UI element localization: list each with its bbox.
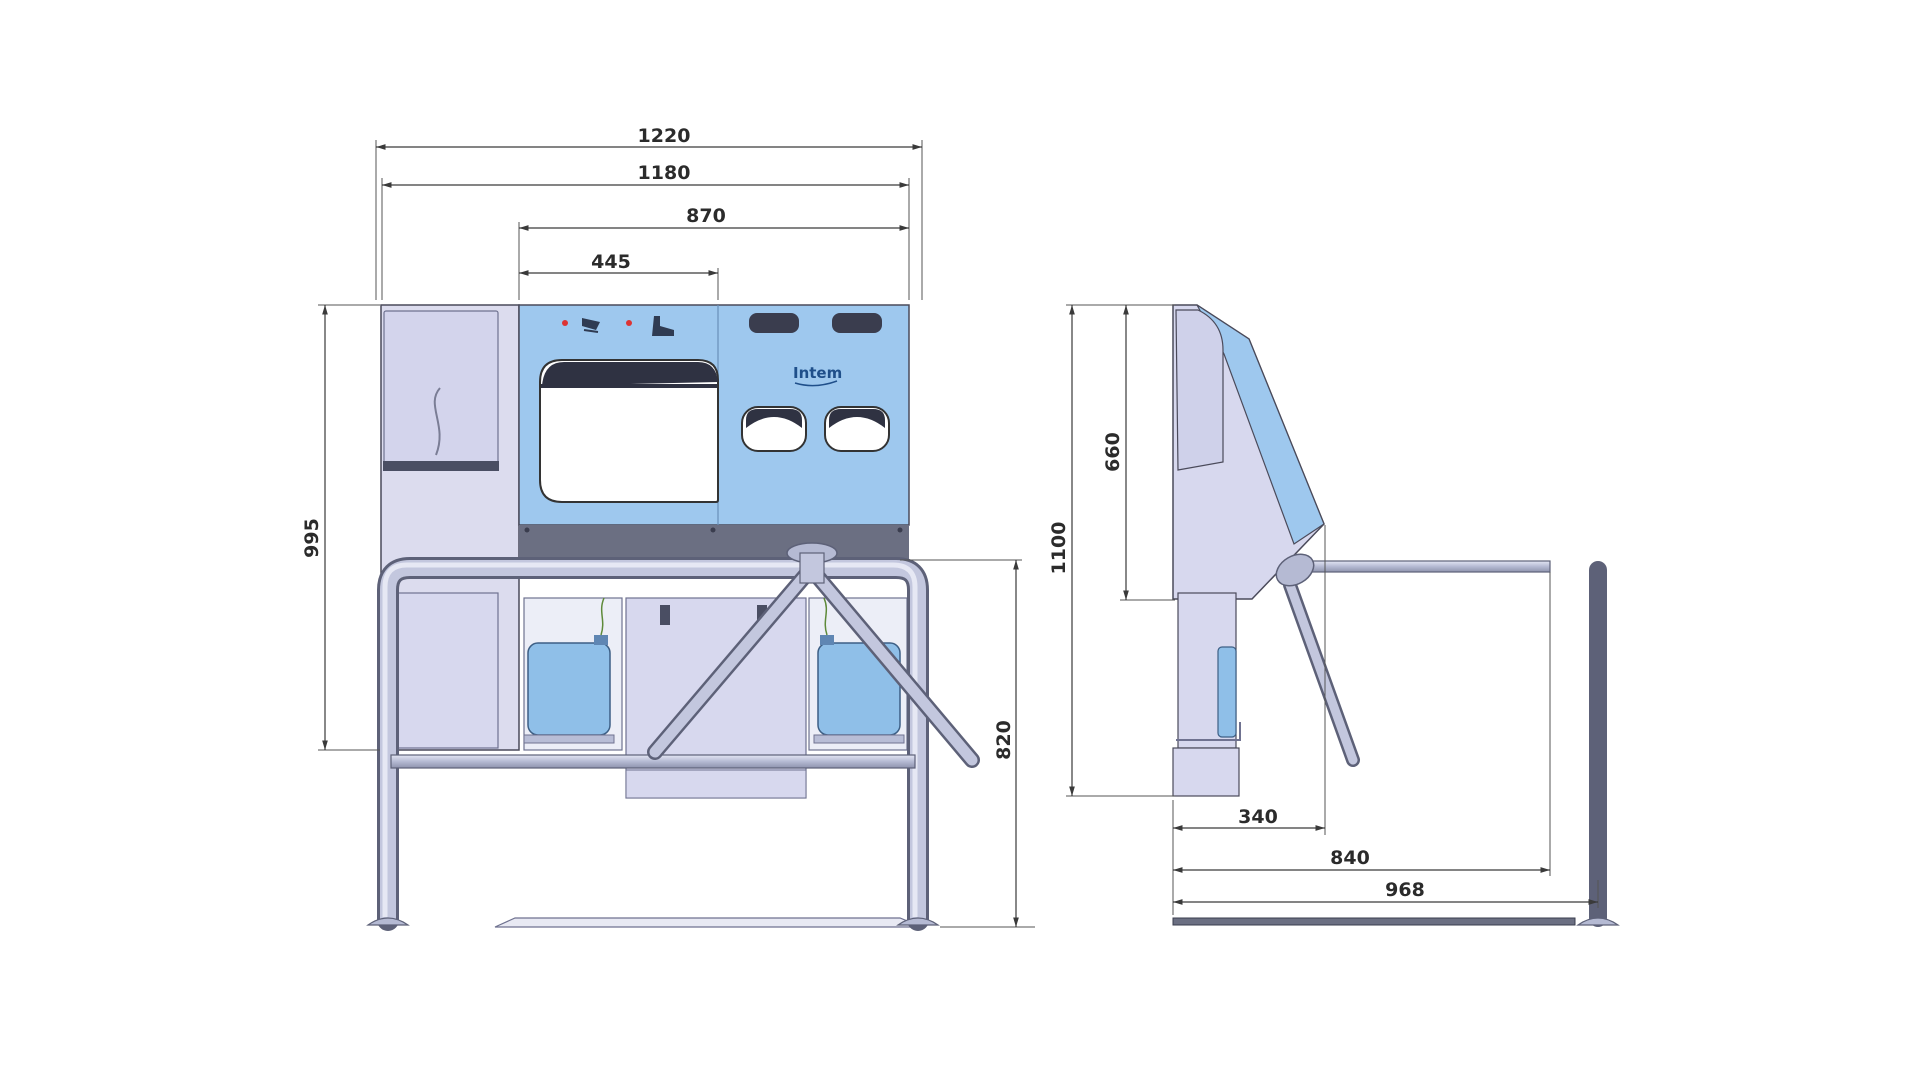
dim-panel-width: 870: [686, 205, 726, 227]
front-dimensions: 1220 1180 870 445 995 820: [301, 125, 1035, 928]
sink-opening: [539, 359, 719, 503]
towel-dispenser-cabinet: [380, 304, 520, 751]
brand-logo: Intem: [793, 364, 842, 382]
side-floor-plate: [1172, 917, 1576, 926]
dim-body-width: 1180: [638, 162, 691, 184]
side-dimensions: 1100 660 340 840 968: [1048, 304, 1599, 915]
side-post: [1576, 561, 1620, 927]
dim-overall-width: 1220: [638, 125, 691, 147]
dim-sink-width: 445: [591, 251, 631, 273]
guard-rail: [366, 557, 940, 931]
dim-side-panel-height: 660: [1102, 432, 1124, 472]
turnstile-front: [647, 542, 980, 768]
side-view: 1100 660 340 840 968: [1048, 304, 1620, 927]
front-view: Intem: [301, 125, 1035, 931]
turnstile-side: [1275, 553, 1551, 767]
dim-depth-340: 340: [1238, 806, 1278, 828]
dim-side-overall-height: 1100: [1048, 522, 1070, 575]
dim-depth-840: 840: [1330, 847, 1370, 869]
floor-mat: [494, 917, 923, 928]
dim-rail-height: 820: [993, 720, 1015, 760]
hand-dryer-left: [741, 406, 807, 452]
side-body: [1172, 304, 1325, 797]
brush-icon: [582, 318, 600, 333]
wash-panel: Intem: [518, 304, 910, 562]
canister-left: [523, 597, 615, 744]
hand-dryer-right: [824, 406, 890, 452]
indicator-slot-left: [749, 313, 799, 333]
dim-body-height: 995: [301, 518, 323, 558]
indicator-slot-right: [832, 313, 882, 333]
dim-depth-968: 968: [1385, 879, 1425, 901]
canister-right: [813, 597, 905, 744]
lower-compartments: [523, 597, 908, 799]
boot-icon: [652, 316, 674, 336]
